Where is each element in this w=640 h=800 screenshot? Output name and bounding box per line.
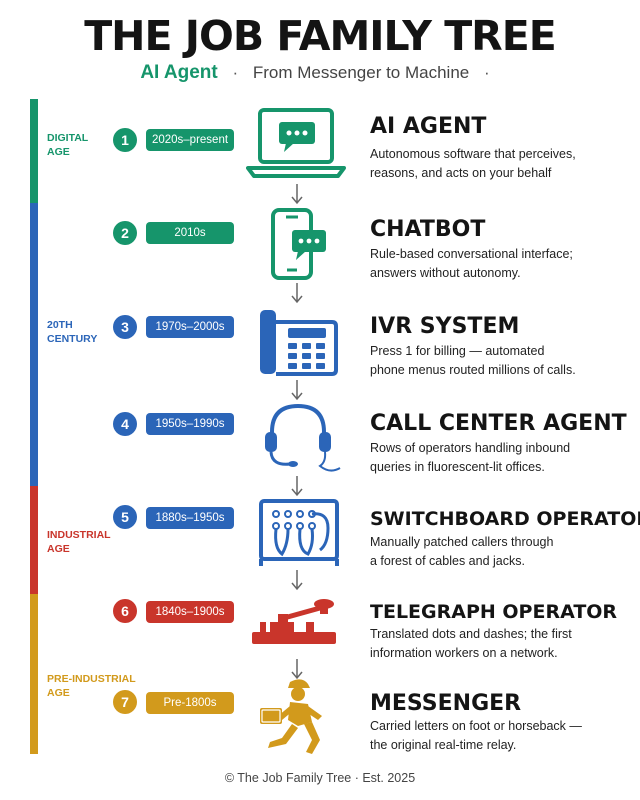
period-pill-1: 2020s–present	[146, 129, 234, 151]
subtitle-text: From Messenger to Machine	[252, 63, 470, 82]
footer-copyright: © The Job Family Tree · Est. 2025	[224, 771, 416, 785]
job-title-1: AI AGENT	[370, 114, 487, 139]
headset-icon	[265, 403, 341, 472]
step-number-5: 5	[113, 505, 137, 529]
job-description-7: Carried letters on foot or horseback —th…	[370, 719, 582, 752]
down-arrow-icon	[291, 283, 303, 304]
down-arrow-icon	[291, 659, 303, 680]
period-pill-2: 2010s	[146, 222, 234, 244]
job-title-3: IVR SYSTEM	[370, 314, 520, 339]
down-arrow-icon	[291, 184, 303, 205]
period-pill-3: 1970s–2000s	[146, 316, 234, 338]
down-arrow-icon	[291, 570, 303, 591]
job-title-5: SWITCHBOARD OPERATOR	[370, 508, 640, 530]
job-title-7: MESSENGER	[370, 691, 522, 716]
page-subtitle: AI Agent · From Messenger to Machine ·	[0, 62, 640, 84]
period-pill-7: Pre-1800s	[146, 692, 234, 714]
switchboard-icon	[259, 499, 339, 566]
down-arrow-icon	[291, 476, 303, 497]
era-band-20th-century	[30, 203, 38, 486]
job-description-2: Rule-based conversational interface;answ…	[370, 247, 573, 280]
page-title: THE JOB FAMILY TREE	[84, 12, 557, 60]
subtitle-trailing-dot: ·	[483, 63, 490, 82]
telegraph-key-icon	[252, 599, 336, 644]
job-title-2: CHATBOT	[370, 217, 486, 242]
down-arrow-icon	[291, 380, 303, 401]
step-number-4: 4	[113, 412, 137, 436]
laptop-chat-icon	[246, 108, 346, 178]
subtitle-separator: ·	[232, 63, 239, 82]
period-pill-4: 1950s–1990s	[146, 413, 234, 435]
era-band-industrial	[30, 486, 38, 594]
step-number-1: 1	[113, 128, 137, 152]
period-pill-6: 1840s–1900s	[146, 601, 234, 623]
running-messenger-icon	[260, 679, 322, 754]
step-number-7: 7	[113, 690, 137, 714]
job-description-1: Autonomous software that perceives,reaso…	[370, 147, 576, 180]
job-title-4: CALL CENTER AGENT	[370, 411, 627, 436]
era-band-digital	[30, 99, 38, 203]
period-pill-5: 1880s–1950s	[146, 507, 234, 529]
subtitle-highlight: AI Agent	[140, 62, 218, 83]
step-number-6: 6	[113, 599, 137, 623]
step-number-3: 3	[113, 315, 137, 339]
era-band-pre-industrial	[30, 594, 38, 754]
step-number-2: 2	[113, 221, 137, 245]
job-title-6: TELEGRAPH OPERATOR	[370, 601, 618, 623]
desk-phone-icon	[260, 310, 338, 376]
smartphone-chat-icon	[271, 208, 326, 280]
